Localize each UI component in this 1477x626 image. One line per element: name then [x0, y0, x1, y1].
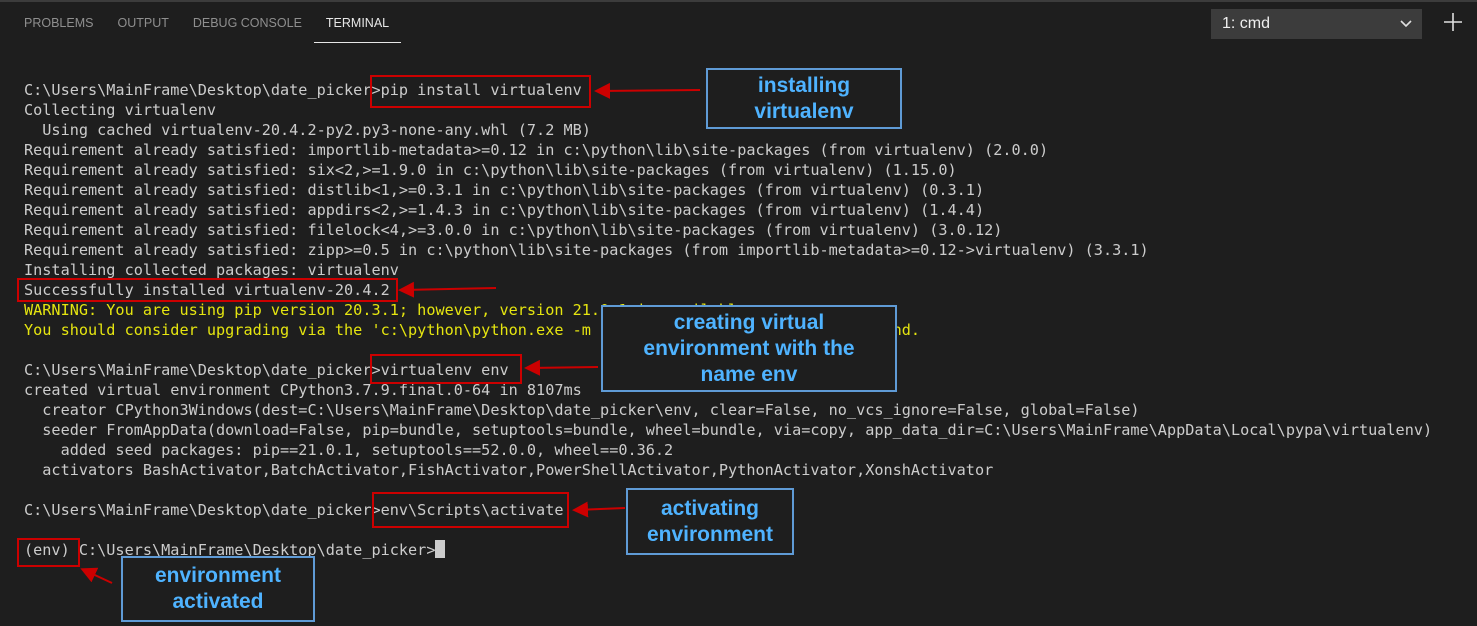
terminal-line: added seed packages: pip==21.0.1, setupt… — [24, 441, 674, 459]
annotation-text: environment with the — [643, 336, 855, 360]
tab-problems[interactable]: PROBLEMS — [24, 16, 94, 30]
arrow-line — [80, 567, 113, 584]
panel-top-border — [0, 0, 1477, 2]
terminal-line: Requirement already satisfied: appdirs<2… — [24, 201, 985, 219]
arrow-line — [594, 82, 701, 99]
highlight-activate — [372, 492, 569, 528]
arrow-line — [398, 281, 497, 298]
terminal-line: C:\Users\MainFrame\Desktop\date_picker>p… — [24, 81, 582, 99]
terminal-line: activators BashActivator,BatchActivator,… — [24, 461, 994, 479]
terminal-line: created virtual environment CPython3.7.9… — [24, 381, 582, 399]
annotation-env-activated: environment activated — [121, 556, 315, 622]
panel-tabs: PROBLEMS OUTPUT DEBUG CONSOLE TERMINAL — [12, 8, 402, 43]
terminal-line: creator CPython3Windows(dest=C:\Users\Ma… — [24, 401, 1140, 419]
annotation-text: creating virtual — [673, 310, 825, 334]
annotation-text: activated — [172, 590, 264, 613]
arrow-line — [572, 501, 626, 518]
terminal-line: C:\Users\MainFrame\Desktop\date_picker>v… — [24, 361, 509, 379]
annotation-text: virtualenv — [754, 99, 854, 123]
annotation-text: installing — [757, 73, 851, 97]
highlight-pip-install — [370, 75, 591, 108]
terminal-line: Requirement already satisfied: distlib<1… — [24, 181, 985, 199]
terminal-line: Collecting virtualenv — [24, 101, 217, 119]
terminal-line: Requirement already satisfied: importlib… — [24, 141, 1049, 159]
plus-icon[interactable] — [1440, 6, 1466, 36]
chevron-down-icon — [1400, 20, 1412, 28]
tab-terminal[interactable]: TERMINAL — [313, 8, 402, 43]
terminal-line: Requirement already satisfied: zipp>=0.5… — [24, 241, 1149, 259]
terminal-line: C:\Users\MainFrame\Desktop\date_picker>e… — [24, 501, 564, 519]
terminal-select[interactable]: 1: cmd — [1211, 9, 1422, 39]
annotation-text: environment — [154, 564, 282, 587]
terminal-prompt-line[interactable]: (env) C:\Users\MainFrame\Desktop\date_pi… — [24, 540, 446, 560]
terminal-cursor — [435, 540, 446, 558]
terminal-prompt: (env) C:\Users\MainFrame\Desktop\date_pi… — [24, 541, 436, 559]
annotation-text: environment — [646, 522, 774, 546]
terminal-select-value: 1: cmd — [1222, 15, 1271, 32]
tab-output[interactable]: OUTPUT — [117, 16, 169, 30]
terminal-line: Installing collected packages: virtualen… — [24, 261, 399, 279]
terminal-line: seeder FromAppData(download=False, pip=b… — [24, 421, 1433, 439]
highlight-success — [17, 278, 398, 302]
terminal-line: Requirement already satisfied: filelock<… — [24, 221, 1003, 239]
tab-debug-console[interactable]: DEBUG CONSOLE — [192, 16, 302, 30]
annotation-text: name env — [700, 362, 798, 386]
annotation-text: activating — [660, 496, 760, 520]
terminal-line: Successfully installed virtualenv-20.4.2 — [24, 281, 390, 299]
terminal-line: Requirement already satisfied: six<2,>=1… — [24, 161, 957, 179]
highlight-env-prefix — [17, 538, 80, 567]
arrow-line — [524, 359, 599, 376]
terminal-line: Using cached virtualenv-20.4.2-py2.py3-n… — [24, 121, 591, 139]
highlight-virtualenv-env — [370, 354, 522, 384]
